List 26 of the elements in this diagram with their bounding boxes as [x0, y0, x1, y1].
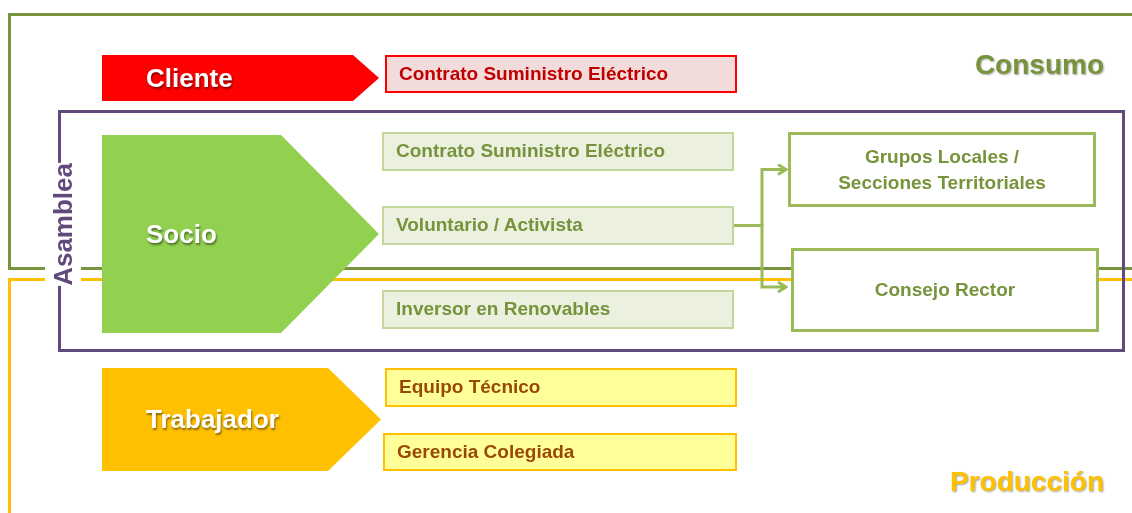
role-text: Inversor en Renovables [396, 297, 611, 322]
role-text: Voluntario / Activista [396, 213, 583, 238]
role-box [385, 368, 737, 407]
body-box [791, 248, 1099, 332]
body-text: Grupos Locales / Secciones Territoriales [837, 144, 1047, 195]
body-text: Consejo Rector [874, 278, 1016, 302]
role-banner [102, 368, 381, 471]
role-label: Cliente [146, 61, 233, 95]
role-text: Equipo Técnico [399, 375, 541, 400]
role-banner [102, 135, 379, 333]
role-text: Contrato Suministro Eléctrico [396, 139, 666, 164]
region-label: Producción [950, 465, 1104, 499]
role-box [382, 290, 734, 329]
role-banner [102, 55, 379, 101]
body-box [788, 132, 1096, 207]
role-box [383, 433, 737, 471]
connector-arrow [734, 224, 788, 294]
group-label: Asamblea [45, 163, 81, 286]
role-box [385, 55, 737, 93]
role-box [382, 206, 734, 245]
region-label: Consumo [974, 48, 1104, 82]
role-text: Gerencia Colegiada [397, 439, 575, 464]
role-text: Contrato Suministro Eléctrico [399, 61, 669, 86]
role-box [382, 132, 734, 171]
role-label: Socio [146, 217, 217, 251]
role-label: Trabajador [146, 403, 279, 436]
